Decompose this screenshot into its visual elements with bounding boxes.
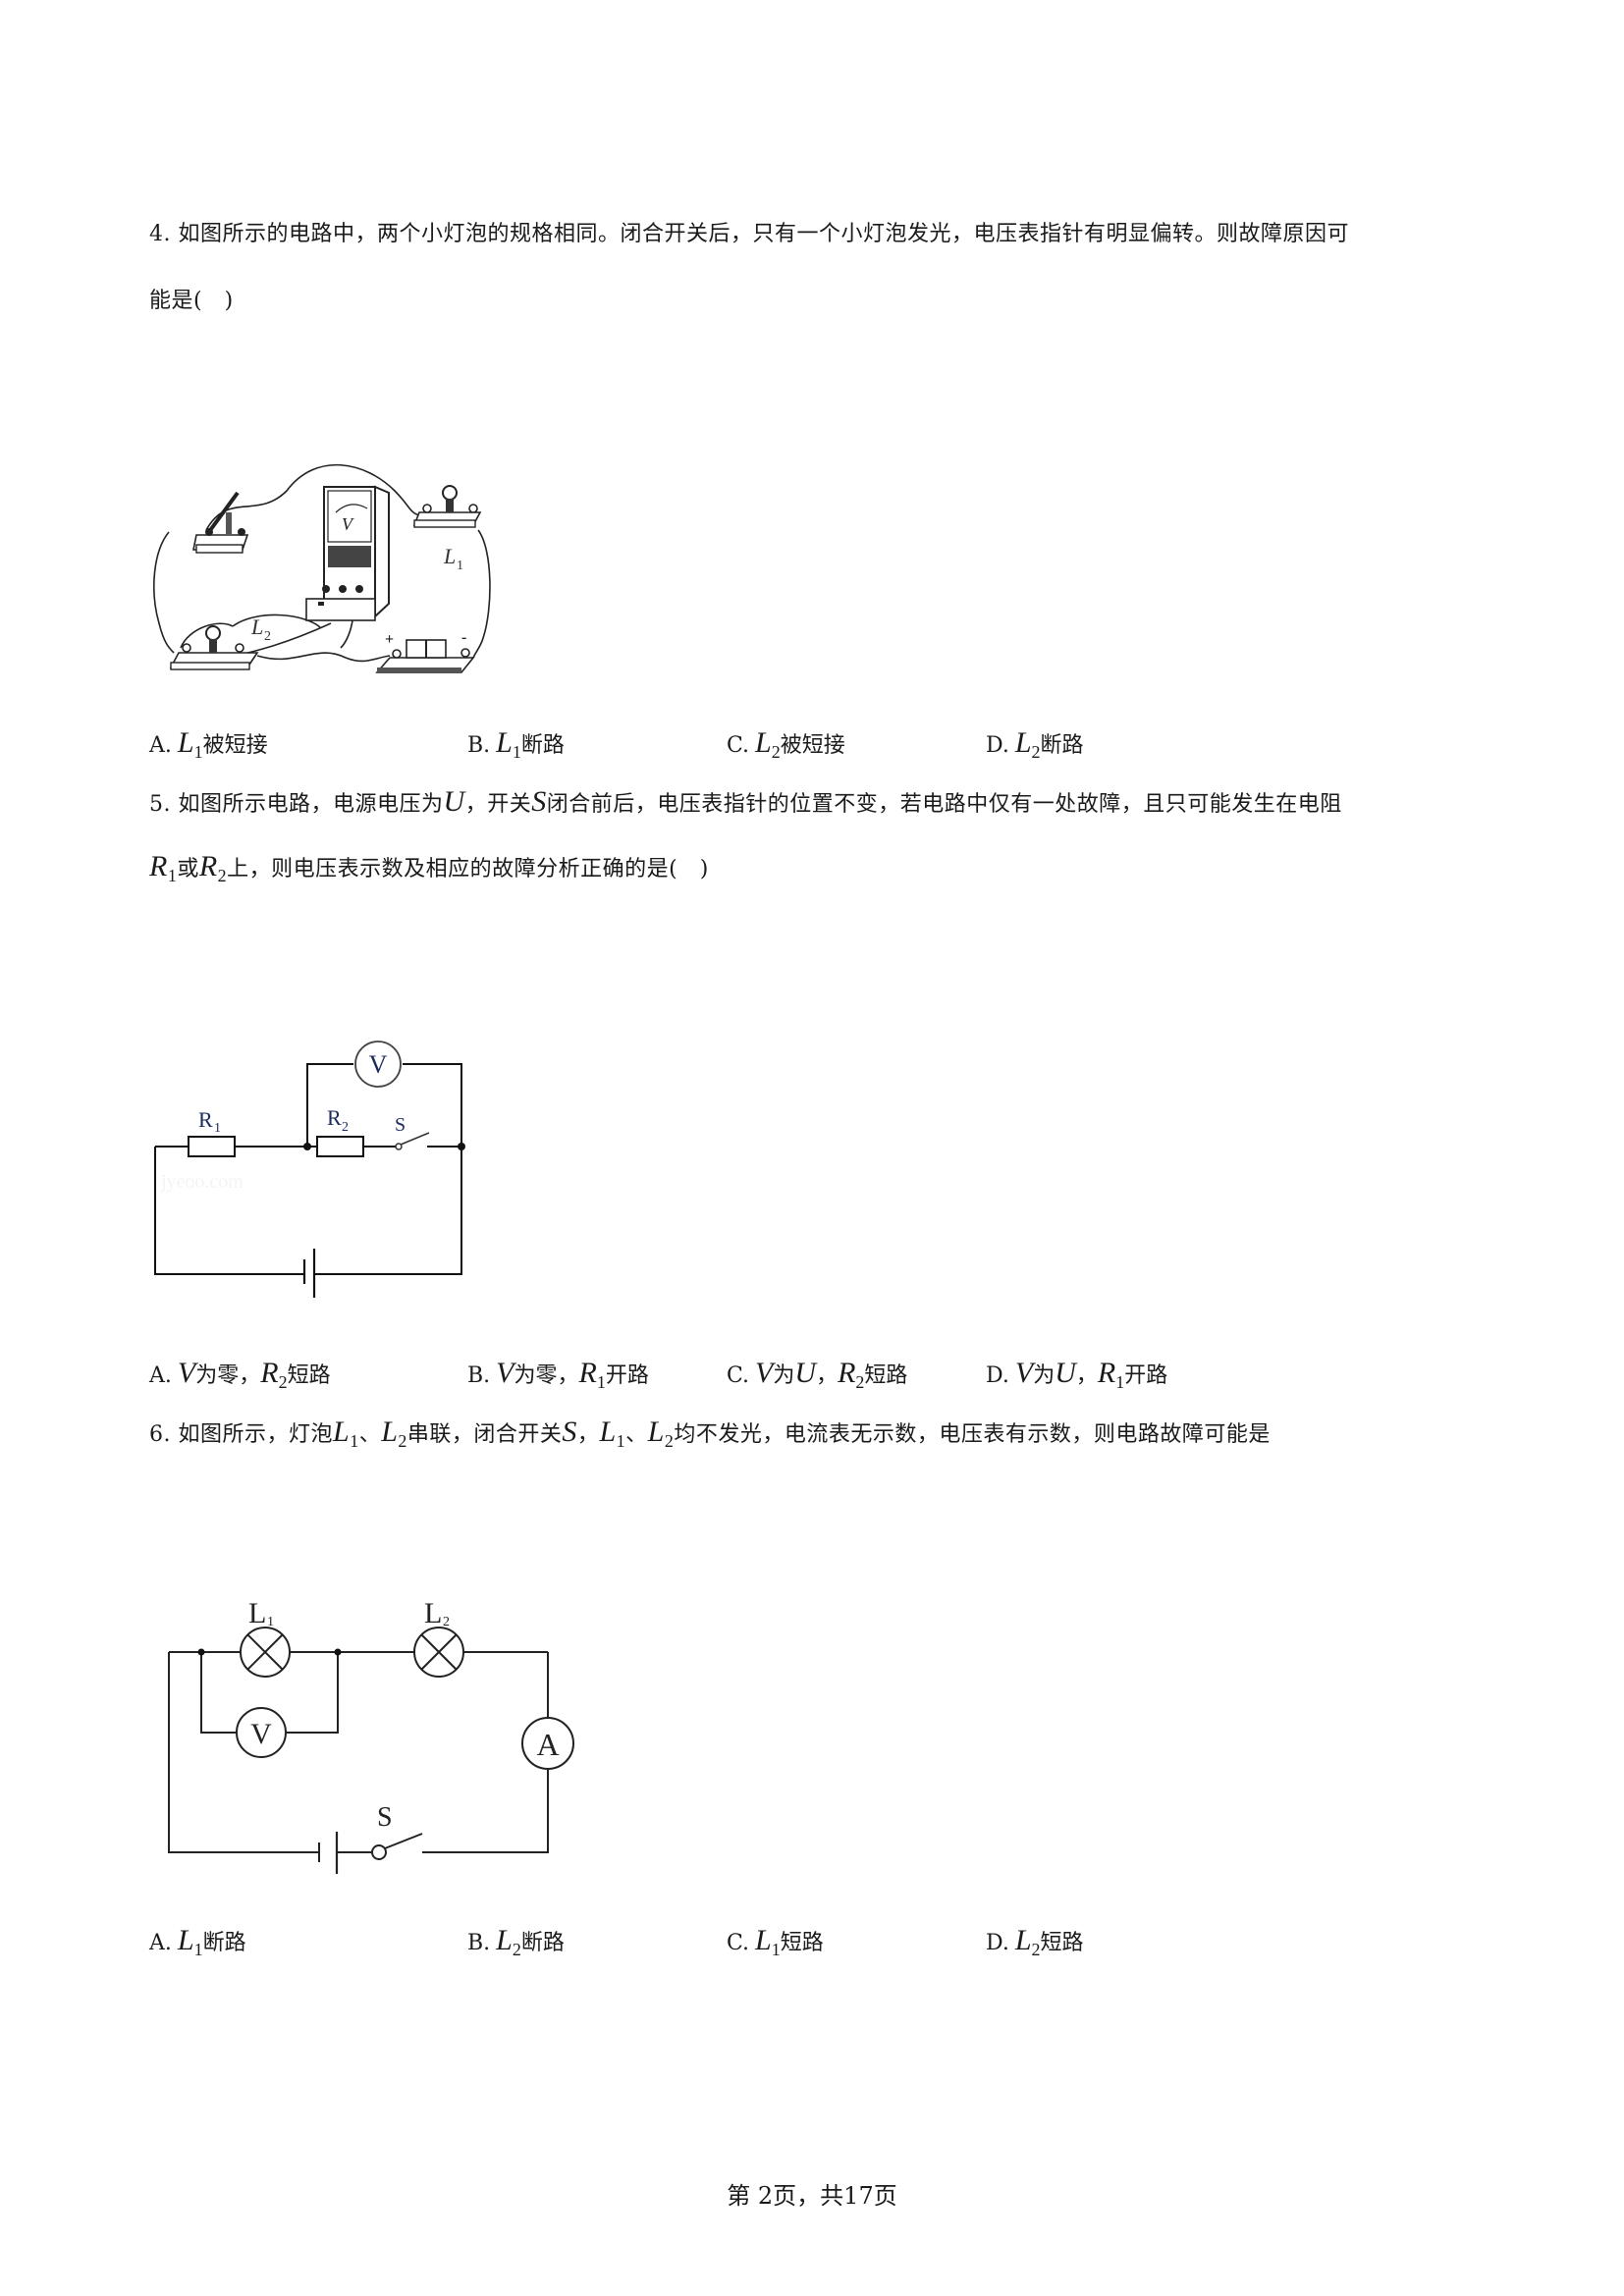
voltmeter-icon: V (236, 1707, 287, 1758)
question-text: 能是( ) (149, 289, 234, 313)
question-5-circuit-figure: R 1 R 2 S V jyeoo.com (154, 1041, 465, 1298)
svg-text:1: 1 (457, 559, 463, 573)
svg-text:V: V (250, 1718, 272, 1750)
question-number: 6. (149, 1422, 171, 1447)
option-a[interactable]: A.L1断路 (149, 1924, 246, 1960)
svg-text:L: L (250, 614, 263, 639)
page-number-footer: 第 2页，共17页 (727, 2182, 897, 2210)
question-number: 5. (149, 792, 171, 817)
watermark: jyeoo.com (160, 1171, 244, 1193)
battery-icon (302, 1249, 316, 1298)
option-d[interactable]: D.L2短路 (986, 1924, 1084, 1960)
svg-text:S: S (377, 1802, 393, 1833)
battery-icon: + - (375, 629, 475, 673)
resistor-r1-icon: R 1 (188, 1107, 236, 1157)
question-4-circuit-figure: V L 1 L 2 + - (153, 463, 491, 673)
switch-s-icon: S (395, 1114, 430, 1150)
svg-text:L: L (424, 1597, 442, 1629)
question-4-stem-line-1: 4. 如图所示的电路中，两个小灯泡的规格相同。闭合开关后，只有一个小灯泡发光，电… (149, 220, 1349, 249)
option-c[interactable]: C.L2被短接 (727, 726, 845, 763)
svg-text:1: 1 (267, 1615, 274, 1629)
svg-text:R: R (327, 1105, 342, 1130)
option-c[interactable]: C.V为U，R2短路 (727, 1357, 908, 1393)
option-d[interactable]: D.L2断路 (986, 726, 1084, 763)
option-b[interactable]: B.L2断路 (467, 1924, 565, 1960)
battery-icon (318, 1832, 339, 1874)
lamp-l1-icon: L 1 (240, 1597, 291, 1678)
svg-text:1: 1 (214, 1121, 221, 1136)
junction-dot (458, 1143, 465, 1150)
question-6-stem-line-1: 6. 如图所示，灯泡L1、L2串联，闭合开关S，L1、L2均不发光，电流表无示数… (149, 1415, 1271, 1452)
question-text: 如图所示的电路中，两个小灯泡的规格相同。闭合开关后，只有一个小灯泡发光，电压表指… (178, 222, 1350, 246)
lamp-l1-icon: L 1 (412, 485, 482, 573)
svg-text:V: V (369, 1050, 388, 1079)
lamp-l2-icon: L 2 (169, 614, 271, 670)
option-b[interactable]: B.V为零，R1开路 (467, 1357, 649, 1393)
option-a[interactable]: A.L1被短接 (149, 726, 268, 763)
svg-text:+: + (385, 631, 394, 648)
svg-text:L: L (248, 1597, 266, 1629)
question-6-circuit-figure: L 1 L 2 V A S (168, 1597, 574, 1874)
question-4-stem-line-2: 能是( ) (149, 287, 234, 316)
svg-text:L: L (443, 544, 456, 568)
junction-dot (334, 1648, 342, 1656)
svg-text:S: S (395, 1114, 406, 1136)
svg-text:2: 2 (342, 1120, 349, 1135)
svg-text:2: 2 (264, 629, 271, 644)
voltmeter-device-icon: V (305, 485, 390, 621)
option-b[interactable]: B.L1断路 (467, 726, 565, 763)
question-5-stem-line-2: R1或R2上，则电压表示数及相应的故障分析正确的是( ) (149, 850, 709, 886)
option-c[interactable]: C.L1短路 (727, 1924, 824, 1960)
svg-text:V: V (342, 514, 354, 534)
junction-dot (303, 1143, 311, 1150)
junction-dot (197, 1648, 205, 1656)
option-d[interactable]: D.V为U，R1开路 (986, 1357, 1168, 1393)
option-a[interactable]: A.V为零，R2短路 (149, 1357, 331, 1393)
knife-switch-icon (192, 491, 249, 554)
question-5-stem-line-1: 5. 如图所示电路，电源电压为U，开关S闭合前后，电压表指针的位置不变，若电路中… (149, 785, 1342, 818)
svg-text:-: - (461, 629, 466, 646)
ammeter-icon: A (521, 1717, 574, 1770)
question-number: 4. (149, 222, 171, 246)
svg-text:A: A (536, 1727, 559, 1762)
resistor-r2-icon: R 2 (316, 1105, 364, 1157)
svg-text:R: R (198, 1107, 213, 1132)
svg-text:2: 2 (443, 1615, 450, 1629)
switch-s-icon: S (371, 1802, 423, 1860)
voltmeter-icon: V (354, 1041, 402, 1088)
lamp-l2-icon: L 2 (413, 1597, 464, 1678)
